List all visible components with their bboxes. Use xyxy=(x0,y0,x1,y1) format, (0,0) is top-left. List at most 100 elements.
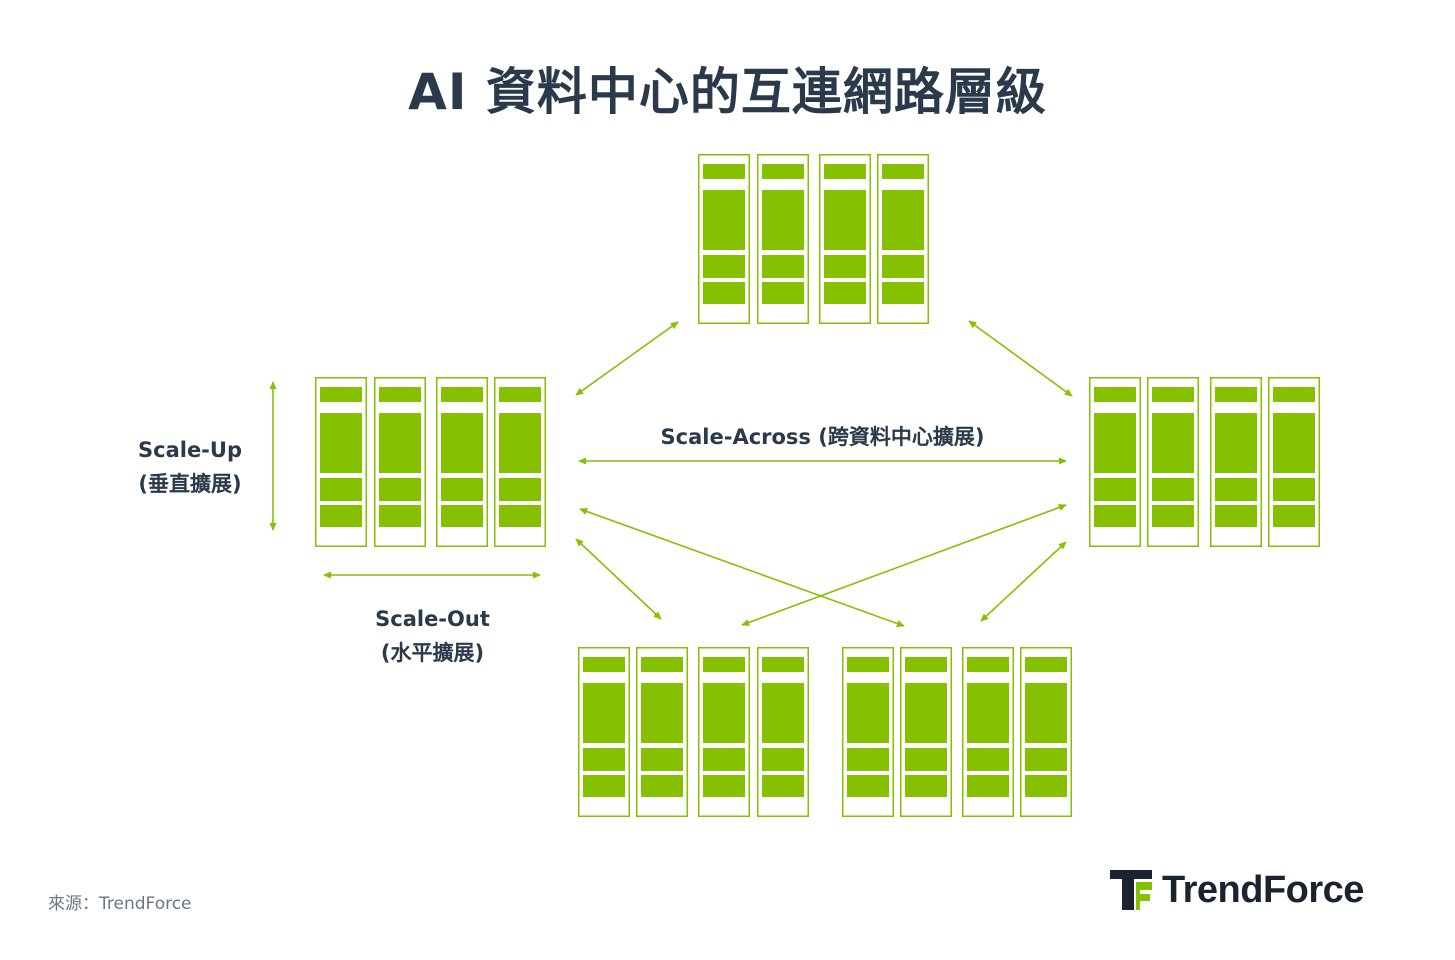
server-unit xyxy=(905,683,947,743)
server-racks xyxy=(315,154,1320,817)
server-unit xyxy=(320,478,362,501)
trendforce-logo-icon xyxy=(1110,870,1152,910)
server-unit xyxy=(882,255,924,278)
server-unit xyxy=(499,478,541,501)
connection-arrows xyxy=(269,320,1073,627)
server-rack xyxy=(962,647,1014,817)
server-unit xyxy=(703,775,745,797)
server-unit xyxy=(1152,387,1194,402)
page-title: AI 資料中心的互連網路層級 xyxy=(408,63,1047,121)
server-unit xyxy=(379,478,421,501)
server-unit xyxy=(499,413,541,473)
server-unit xyxy=(1273,478,1315,501)
scale-out-subtitle: (水平擴展) xyxy=(380,641,485,665)
server-unit xyxy=(1152,505,1194,527)
server-unit xyxy=(762,164,804,179)
server-unit xyxy=(882,164,924,179)
server-unit xyxy=(762,683,804,743)
scale-across-label: Scale-Across (跨資料中心擴展) xyxy=(660,425,985,449)
server-unit xyxy=(703,164,745,179)
server-unit xyxy=(441,478,483,501)
rack-group-right xyxy=(1089,377,1320,547)
top-right-arrow xyxy=(968,320,1073,397)
server-unit xyxy=(1094,505,1136,527)
server-unit xyxy=(1025,657,1067,672)
server-unit xyxy=(703,657,745,672)
server-unit xyxy=(847,683,889,743)
server-unit xyxy=(379,505,421,527)
rack-group-bottom-left xyxy=(578,647,809,817)
source-note: 來源：TrendForce xyxy=(48,894,192,914)
scale-out-label: Scale-Out (水平擴展) xyxy=(345,602,520,670)
server-rack xyxy=(900,647,952,817)
server-unit xyxy=(762,775,804,797)
server-unit xyxy=(882,190,924,250)
server-unit xyxy=(703,255,745,278)
server-rack xyxy=(877,154,929,324)
left-bottom-right-arrow xyxy=(579,508,905,627)
right-bottom-left-arrow xyxy=(741,504,1067,626)
rack-group-top xyxy=(698,154,929,324)
server-unit xyxy=(1025,775,1067,797)
server-unit xyxy=(967,657,1009,672)
server-unit xyxy=(847,775,889,797)
server-unit xyxy=(1273,505,1315,527)
server-unit xyxy=(1025,748,1067,771)
server-unit xyxy=(641,775,683,797)
server-rack xyxy=(757,154,809,324)
server-unit xyxy=(824,164,866,179)
server-unit xyxy=(847,748,889,771)
server-rack xyxy=(315,377,367,547)
server-unit xyxy=(762,255,804,278)
server-rack xyxy=(436,377,488,547)
server-unit xyxy=(824,190,866,250)
server-unit xyxy=(967,683,1009,743)
server-unit xyxy=(441,413,483,473)
server-unit xyxy=(967,748,1009,771)
server-unit xyxy=(1215,505,1257,527)
left-bottom-left-arrow xyxy=(575,538,662,620)
server-unit xyxy=(703,190,745,250)
server-unit xyxy=(762,657,804,672)
server-unit xyxy=(441,505,483,527)
server-unit xyxy=(583,748,625,771)
server-unit xyxy=(1215,387,1257,402)
server-unit xyxy=(1152,413,1194,473)
server-rack xyxy=(494,377,546,547)
server-unit xyxy=(882,282,924,304)
server-rack xyxy=(842,647,894,817)
server-unit xyxy=(905,657,947,672)
server-unit xyxy=(1094,478,1136,501)
server-rack xyxy=(1089,377,1141,547)
rack-group-bottom-right xyxy=(842,647,1072,817)
server-unit xyxy=(824,255,866,278)
server-unit xyxy=(703,748,745,771)
trendforce-logo: TrendForce xyxy=(1108,866,1364,914)
server-unit xyxy=(762,190,804,250)
server-unit xyxy=(762,282,804,304)
server-rack xyxy=(636,647,688,817)
server-unit xyxy=(379,413,421,473)
scale-up-subtitle: (垂直擴展) xyxy=(138,472,242,496)
server-unit xyxy=(1273,413,1315,473)
server-rack xyxy=(698,154,750,324)
server-unit xyxy=(641,748,683,771)
server-unit xyxy=(703,282,745,304)
server-unit xyxy=(441,387,483,402)
server-unit xyxy=(320,413,362,473)
left-top-arrow xyxy=(575,321,679,396)
server-rack xyxy=(698,647,750,817)
server-unit xyxy=(641,657,683,672)
server-unit xyxy=(824,282,866,304)
brand-name: TrendForce xyxy=(1162,868,1364,911)
server-unit xyxy=(1215,413,1257,473)
server-unit xyxy=(703,683,745,743)
server-unit xyxy=(1273,387,1315,402)
server-unit xyxy=(320,505,362,527)
server-unit xyxy=(1025,683,1067,743)
server-unit xyxy=(1215,478,1257,501)
server-rack xyxy=(1147,377,1199,547)
server-rack xyxy=(1210,377,1262,547)
server-rack xyxy=(1020,647,1072,817)
